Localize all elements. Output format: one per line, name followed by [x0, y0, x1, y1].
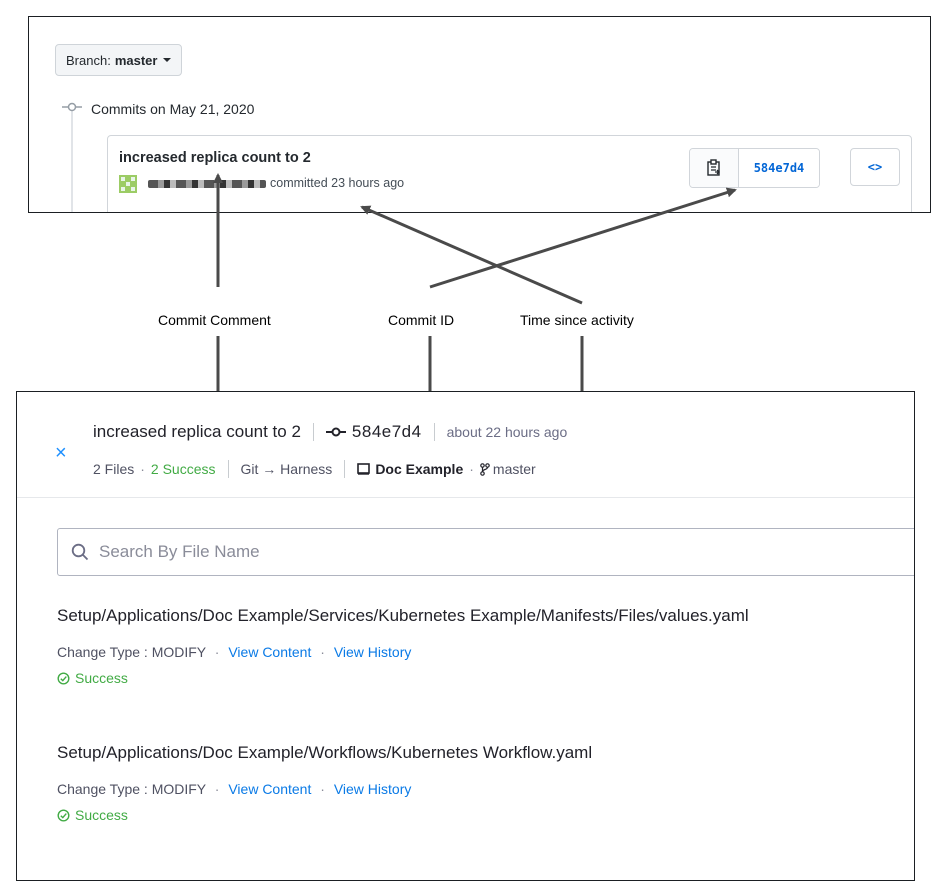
commit-sha-group: 584e7d4 — [689, 148, 820, 188]
clipboard-icon — [707, 159, 720, 176]
annotation-commit-id: Commit ID — [388, 312, 455, 328]
avatar[interactable] — [119, 175, 137, 193]
view-content-link[interactable]: View Content — [228, 644, 312, 660]
commit-title-row: increased replica count to 2 584e7d4 abo… — [93, 422, 567, 442]
file-path: Setup/Applications/Doc Example/Workflows… — [57, 743, 593, 762]
success-check-icon — [57, 671, 70, 685]
success-count: 2 Success — [150, 461, 216, 477]
file-item: Setup/Applications/Doc Example/Services/… — [57, 606, 749, 686]
application-name: Doc Example — [375, 461, 464, 477]
file-status: Success — [57, 807, 592, 823]
close-icon[interactable]: × — [55, 442, 67, 464]
commit-details-header: × increased replica count to 2 584e7d4 a… — [17, 392, 914, 498]
divider — [312, 423, 314, 441]
commit-title-link[interactable]: increased replica count to 2 — [119, 150, 311, 166]
sync-direction: Git → Harness — [240, 461, 333, 477]
git-commit-icon — [325, 427, 346, 437]
change-type: Change Type : MODIFY — [57, 781, 206, 797]
branch-prefix: Branch: — [66, 52, 111, 68]
file-meta: Change Type : MODIFY · View Content · Vi… — [57, 781, 592, 797]
commit-sha[interactable]: 584e7d4 — [351, 422, 422, 441]
file-path: Setup/Applications/Doc Example/Services/… — [57, 606, 749, 625]
commit-sha-link[interactable]: 584e7d4 — [739, 149, 819, 187]
commit-time: about 22 hours ago — [446, 424, 568, 440]
divider — [227, 460, 229, 478]
separator-dot: · — [140, 461, 145, 477]
branch-name: master — [114, 52, 158, 68]
annotation-commit-comment: Commit Comment — [158, 312, 271, 328]
copy-sha-button[interactable] — [690, 149, 739, 187]
search-icon — [71, 543, 89, 561]
separator-dot: · — [214, 781, 220, 797]
annotation-time-since: Time since activity — [520, 312, 634, 328]
github-commits-panel: Branch: master Commits on May 21, 2020 i… — [28, 16, 931, 213]
change-type: Change Type : MODIFY — [57, 644, 206, 660]
harness-commit-details-panel: × increased replica count to 2 584e7d4 a… — [16, 391, 915, 881]
view-content-link[interactable]: View Content — [228, 781, 312, 797]
divider — [344, 460, 346, 478]
timeline-line — [71, 105, 73, 212]
separator-dot: · — [320, 781, 325, 797]
commit-message: increased replica count to 2 — [93, 422, 301, 441]
caret-down-icon — [163, 58, 172, 62]
browse-files-button[interactable]: <> — [850, 148, 900, 186]
commit-node-icon — [62, 102, 82, 112]
view-history-link[interactable]: View History — [333, 644, 412, 660]
git-branch-icon — [480, 462, 490, 476]
commits-date-heading: Commits on May 21, 2020 — [91, 101, 255, 117]
file-status: Success — [57, 670, 749, 686]
separator-dot: · — [320, 644, 325, 660]
success-check-icon — [57, 808, 70, 822]
status-label: Success — [75, 807, 128, 823]
separator-dot: · — [214, 644, 220, 660]
commit-row: increased replica count to 2 committed 2… — [107, 135, 912, 212]
file-search-box — [57, 528, 914, 576]
divider — [433, 423, 435, 441]
view-history-link[interactable]: View History — [333, 781, 412, 797]
file-item: Setup/Applications/Doc Example/Workflows… — [57, 743, 592, 823]
status-label: Success — [75, 670, 128, 686]
search-input[interactable] — [97, 541, 801, 563]
commit-summary-row: 2 Files · 2 Success Git → Harness Doc Ex… — [93, 460, 536, 478]
files-count: 2 Files — [93, 461, 135, 477]
redacted-author-name — [148, 180, 266, 188]
file-meta: Change Type : MODIFY · View Content · Vi… — [57, 644, 749, 660]
commit-time-meta: committed 23 hours ago — [270, 176, 405, 190]
separator-dot: · — [469, 461, 474, 477]
branch-selector-button[interactable]: Branch: master — [55, 44, 183, 76]
repo-icon — [357, 463, 371, 475]
branch-name: master — [492, 461, 536, 477]
